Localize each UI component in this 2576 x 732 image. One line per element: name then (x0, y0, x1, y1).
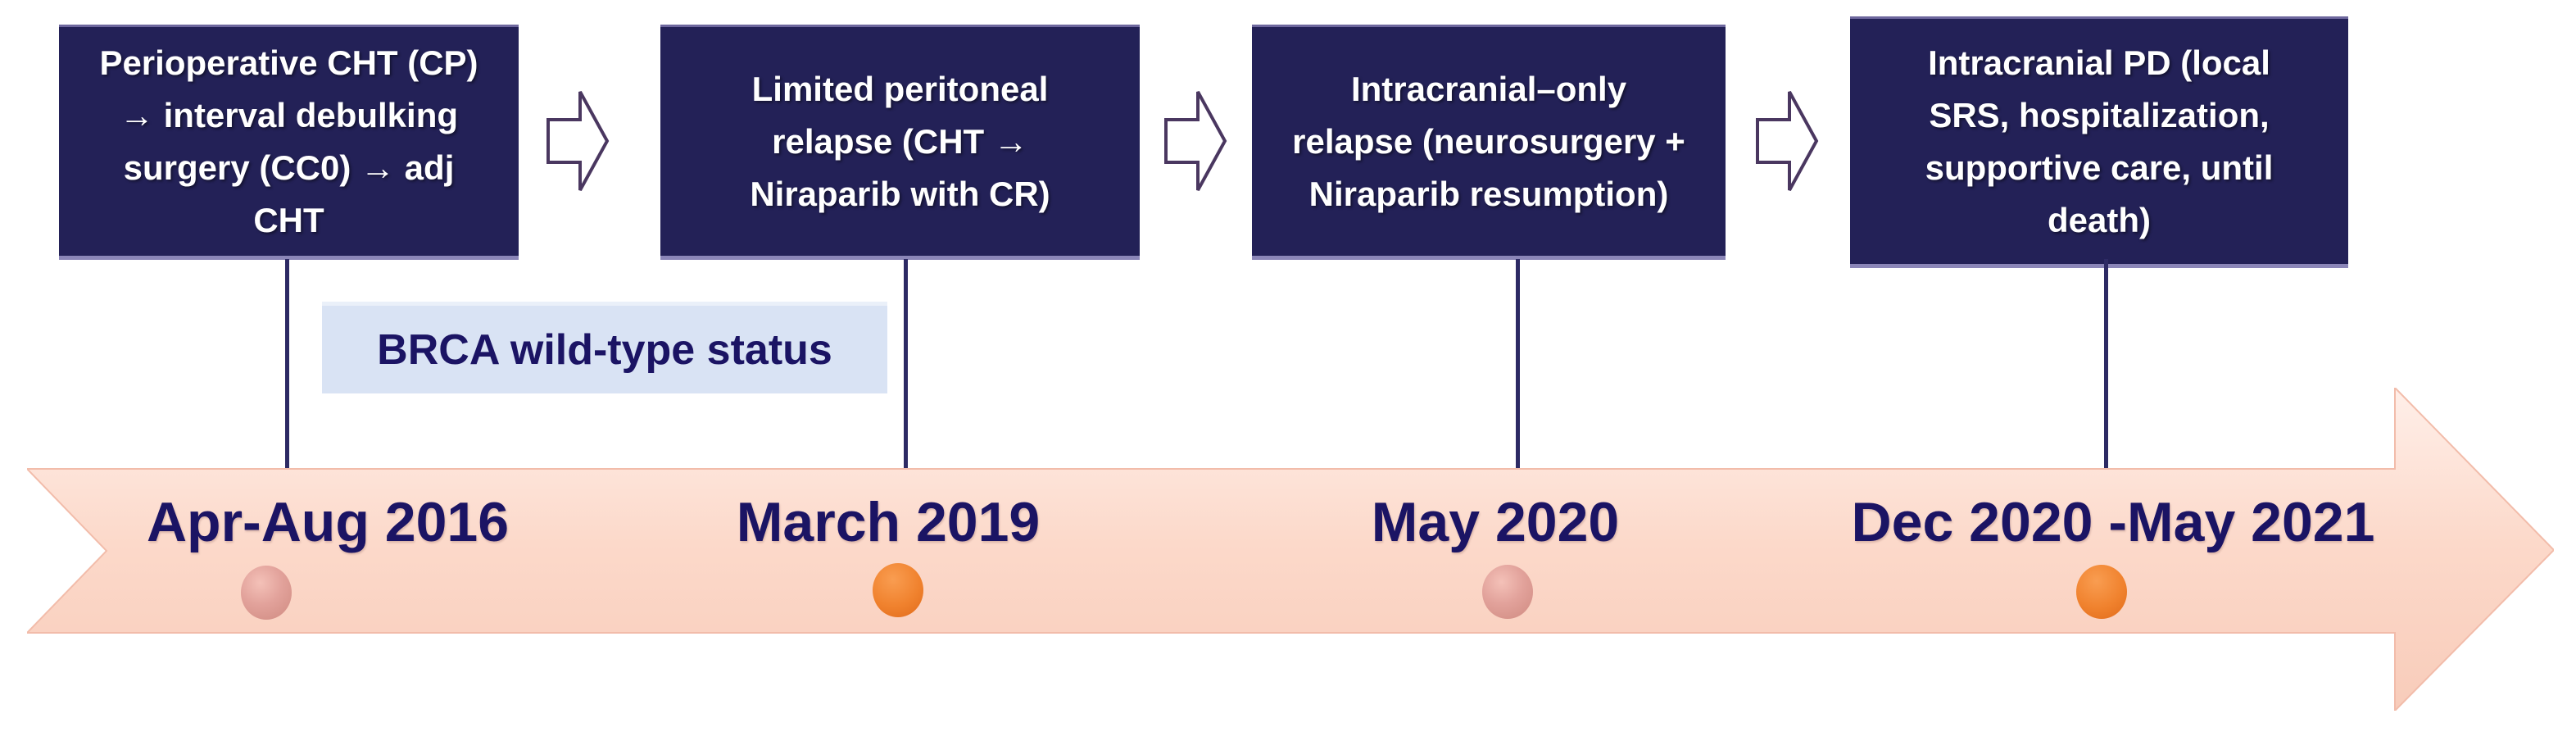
timeline-date-label: Apr-Aug 2016 (146, 491, 510, 553)
stage-box-text: Niraparib resumption) (1308, 174, 1669, 213)
brca-status-callout: BRCA wild-type status (322, 302, 887, 393)
connector-line (285, 259, 289, 469)
stage-box-text: Intracranial PD (local (1928, 43, 2270, 82)
stage-box-text: relapse (neurosurgery + (1292, 121, 1685, 161)
stage-box-text: SRS, hospitalization, (1929, 95, 2270, 134)
timeline-event-dot (2076, 565, 2127, 619)
stage-box-text: surgery (CC0) → adj (123, 148, 455, 187)
stage-box-text: death) (2048, 200, 2151, 239)
connector-line (904, 259, 908, 469)
stage-box-text: relapse (CHT → (772, 121, 1028, 161)
timeline-date-label: Dec 2020 -May 2021 (1851, 491, 2375, 553)
stage-box-intracranial-relapse: Intracranial–only relapse (neurosurgery … (1252, 25, 1726, 260)
stage-box-text: supportive care, until (1925, 148, 2274, 187)
timeline-event-dot (873, 563, 923, 617)
stage-box-text: CHT (253, 200, 324, 239)
connector-line (2104, 259, 2108, 469)
stage-box-text: → interval debulking (119, 95, 459, 134)
right-block-arrow-icon (1164, 91, 1227, 191)
stage-box-peritoneal-relapse: Limited peritoneal relapse (CHT → Nirapa… (660, 25, 1140, 260)
brca-status-label: BRCA wild-type status (377, 325, 832, 374)
stage-box-text: Niraparib with CR) (750, 174, 1050, 213)
timeline-date-label: March 2019 (736, 491, 1041, 553)
timeline-event-dot (1482, 565, 1533, 619)
stage-box-text: Intracranial–only (1350, 69, 1627, 108)
stage-box-text: Limited peritoneal (751, 69, 1049, 108)
timeline-date-label: May 2020 (1371, 491, 1620, 553)
timeline-arrow-shape (27, 388, 2554, 711)
right-block-arrow-icon (546, 91, 610, 191)
stage-box-perioperative: Perioperative CHT (CP) → interval debulk… (59, 25, 519, 260)
connector-line (1516, 259, 1520, 469)
timeline-event-dot (241, 566, 292, 620)
right-block-arrow-icon (1756, 91, 1819, 191)
timeline-arrow (27, 388, 2554, 711)
stage-box-text: Perioperative CHT (CP) (99, 43, 478, 82)
stage-box-intracranial-pd: Intracranial PD (local SRS, hospitalizat… (1850, 16, 2348, 268)
